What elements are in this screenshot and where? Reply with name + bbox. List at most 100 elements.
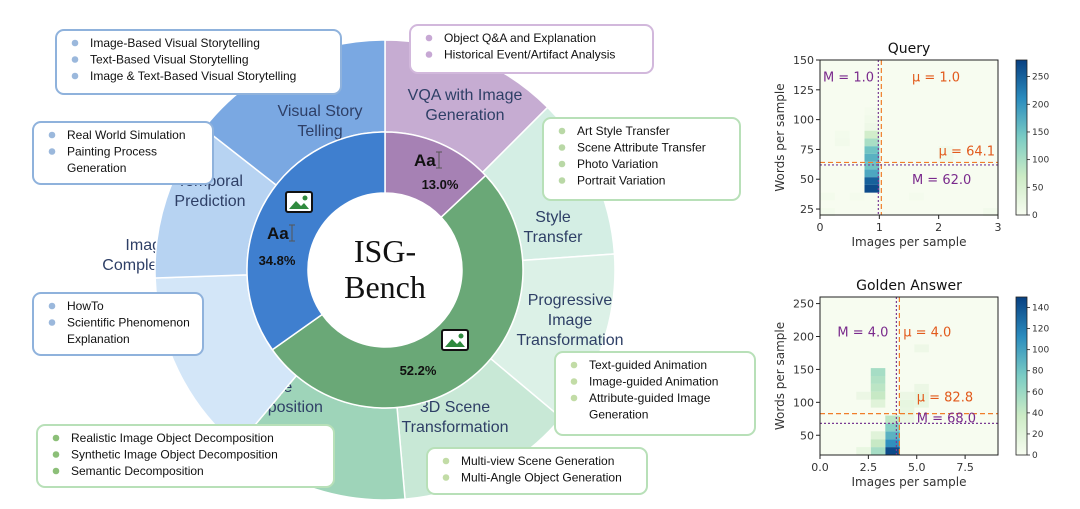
heatmap-cell [885,447,900,455]
colorbar-tick-label: 50 [1032,183,1044,193]
callout-item-complementation: HowTo [67,299,104,313]
callout-item-scene3d: Multi-view Scene Generation [461,454,614,468]
annotation-mean: μ = 82.8 [917,391,973,406]
bullet-dot [570,378,578,385]
colorbar-tick-label: 0 [1032,451,1038,461]
callout-item-progressive: Image-guided Animation [589,375,718,389]
callout-item-vqa: Historical Event/Artifact Analysis [444,48,615,62]
annotation-mean: μ = 64.1 [939,144,995,159]
heatmap-cell [864,130,880,139]
callout-item-storytelling: Image & Text-Based Visual Storytelling [90,69,296,83]
plot-background [820,297,998,455]
y-tick-label: 125 [793,84,814,97]
bullet-dot [71,56,79,63]
callout-item-decomposition: Semantic Decomposition [71,464,204,478]
bullet-dot [48,148,56,155]
bullet-dot [570,361,578,369]
outer-label-progressive: Image [548,312,593,329]
heatmap-cell [914,391,929,400]
center-title-line-1: ISG- [354,233,416,269]
y-tick-label: 150 [793,363,814,376]
heatmap-cell [849,192,865,201]
callout-box-complementation [32,292,204,356]
heatmap-cell [864,138,880,147]
callout-item-storytelling: Text-Based Visual Storytelling [90,53,249,67]
text-icon-glyph: Aa [267,224,289,243]
outer-label-vqa: Generation [425,107,504,124]
heatmap-cell [885,439,900,448]
colorbar-tick-label: 150 [1032,128,1049,138]
callout-box-vqa [409,24,654,74]
heatmap-cell [885,423,900,432]
x-tick-label: 2 [935,221,942,234]
heatmap-cell [856,447,871,455]
heatmap-cell [870,439,886,448]
y-axis-label: Words per sample [773,83,787,191]
bullet-dot [558,177,566,184]
annotation-median: M = 68.0 [917,412,976,427]
chart-title: Query [888,41,931,57]
callout-item-style: Scene Attribute Transfer [577,141,706,155]
outer-label-storytelling: Visual Story [277,103,362,120]
heatmap-cell [864,153,880,162]
x-tick-label: 3 [995,221,1002,234]
bullet-dot [425,51,433,58]
callout-item-temporal: Painting Process [67,145,157,159]
heatmap-cell [899,415,915,424]
callout-item-scene3d: Multi-Angle Object Generation [461,471,622,485]
x-tick-label: 5.0 [908,461,926,474]
heatmap-cell [870,431,886,440]
heatmap-cell [909,192,924,201]
callout-item-style: Art Style Transfer [577,124,670,138]
bullet-dot [558,144,566,151]
bullet-dot [71,72,79,80]
callout-item-decomposition: Synthetic Image Object Decomposition [71,448,278,462]
heatmap-cell [820,192,835,201]
x-tick-label: 0.0 [811,461,829,474]
heatmap-cell [864,184,880,193]
heatmap-cell [899,407,915,416]
text-icon: Aa [267,224,295,243]
heatmap-cell [885,415,900,424]
heatmap-cell [834,138,850,147]
annotation-median: M = 1.0 [823,70,874,85]
outer-label-progressive: Transformation [517,332,624,349]
colorbar [1015,296,1028,456]
callout-box-storytelling [55,29,342,95]
heatmap-cell [856,391,871,400]
callout-item-vqa: Object Q&A and Explanation [444,31,596,45]
y-tick-label: 50 [800,429,814,442]
colorbar-tick-label: 140 [1032,304,1049,314]
callout-item-style: Photo Variation [577,157,658,171]
callout-box-progressive [554,351,756,436]
center-disk [308,193,462,347]
callout-box-scene3d [426,447,648,495]
bullet-dot [570,394,578,402]
pct-image-generation: 52.2% [400,363,437,378]
annotation-mean: μ = 1.0 [912,70,960,85]
callout-item-temporal: Generation [67,161,126,175]
colorbar-tick-label: 60 [1032,388,1044,398]
callout-box-style [542,117,741,201]
x-tick-label: 2.5 [860,461,878,474]
colorbar-tick-label: 80 [1032,367,1044,377]
callout-item-progressive: Attribute-guided Image [589,391,711,405]
colorbar-tick-label: 100 [1032,156,1049,166]
heatmap-cell [938,153,954,162]
y-tick-label: 100 [793,396,814,409]
annotation-mean: μ = 4.0 [903,326,951,341]
heatmap-cell [899,399,915,408]
colorbar-tick-label: 250 [1032,73,1049,83]
text-icon-glyph: Aa [414,151,436,170]
image-icon [441,329,469,351]
callout-box-decomposition [36,424,335,488]
text-icon: Aa [414,151,442,170]
outer-label-storytelling: Telling [297,123,342,140]
bullet-dot [558,127,566,135]
annotation-median: M = 4.0 [837,326,888,341]
outer-label-temporal: Prediction [174,193,245,210]
callout-item-progressive: Generation [589,408,648,422]
outer-label-style: Style [535,209,571,226]
